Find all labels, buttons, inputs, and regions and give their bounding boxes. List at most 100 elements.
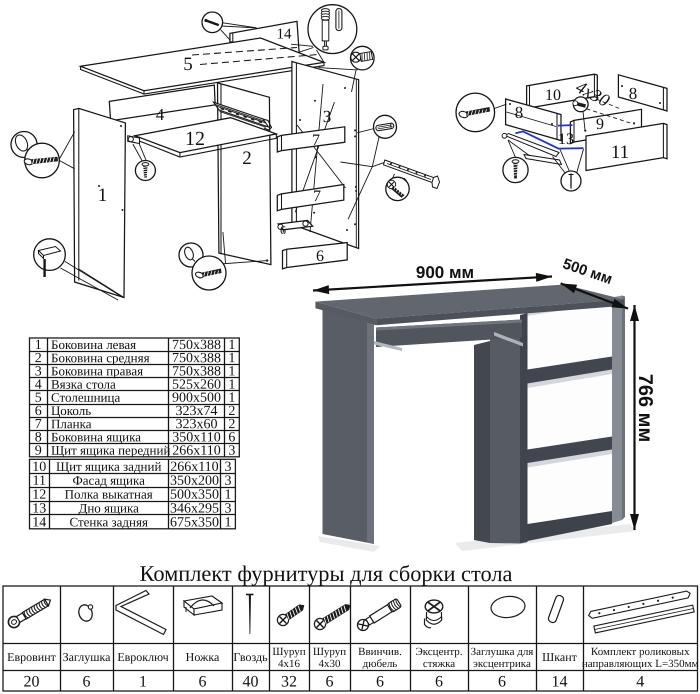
svg-text:900 мм: 900 мм (416, 263, 474, 282)
svg-text:Дно ящика: Дно ящика (78, 501, 139, 516)
svg-text:500 мм: 500 мм (560, 255, 614, 288)
svg-text:4: 4 (636, 673, 644, 690)
svg-text:дюбель: дюбель (363, 658, 398, 670)
svg-text:3: 3 (35, 364, 42, 379)
svg-text:Гвоздь: Гвоздь (233, 650, 268, 664)
svg-text:1: 1 (98, 185, 108, 206)
svg-text:14: 14 (276, 26, 292, 42)
svg-text:7: 7 (35, 417, 42, 432)
svg-text:6: 6 (435, 673, 443, 690)
svg-text:Заглушка: Заглушка (63, 650, 112, 664)
svg-text:Комплект фурнитуры для сборки: Комплект фурнитуры для сборки стола (139, 561, 512, 586)
svg-text:3: 3 (323, 107, 332, 126)
svg-text:стяжка: стяжка (423, 658, 455, 670)
svg-text:10: 10 (32, 460, 46, 475)
svg-text:Ввинчив.: Ввинчив. (358, 646, 402, 658)
svg-text:Столешница: Столешница (51, 390, 120, 405)
svg-text:7: 7 (313, 188, 321, 205)
svg-text:6: 6 (35, 404, 42, 419)
svg-text:350х200: 350х200 (170, 474, 219, 489)
svg-text:12: 12 (185, 128, 205, 150)
svg-text:4: 4 (35, 378, 42, 393)
svg-text:11: 11 (33, 474, 46, 489)
svg-text:6: 6 (228, 430, 235, 445)
svg-text:6: 6 (82, 673, 90, 690)
svg-text:4х30: 4х30 (318, 658, 341, 670)
svg-text:Евроключ: Евроключ (117, 650, 168, 664)
svg-text:6: 6 (498, 673, 506, 690)
svg-text:Планка: Планка (51, 416, 92, 431)
svg-text:Шуруп: Шуруп (313, 646, 346, 658)
svg-text:525х260: 525х260 (172, 378, 221, 393)
svg-text:Евровинт: Евровинт (7, 650, 57, 664)
svg-text:2: 2 (242, 148, 252, 169)
svg-text:323х60: 323х60 (176, 417, 218, 432)
svg-text:Боковина правая: Боковина правая (51, 363, 143, 378)
svg-text:1: 1 (228, 338, 235, 353)
svg-text:32: 32 (281, 673, 297, 690)
svg-text:Эксцентр.: Эксцентр. (415, 646, 462, 658)
svg-text:Боковина ящика: Боковина ящика (51, 429, 141, 444)
svg-text:11: 11 (611, 142, 629, 163)
svg-text:2: 2 (35, 351, 42, 366)
svg-text:1: 1 (228, 378, 235, 393)
svg-text:Ножка: Ножка (186, 650, 220, 664)
svg-text:750х388: 750х388 (172, 351, 221, 366)
svg-text:Боковина левая: Боковина левая (51, 337, 136, 352)
svg-text:3: 3 (224, 474, 231, 489)
svg-text:900х500: 900х500 (172, 391, 221, 406)
svg-text:3: 3 (228, 444, 235, 459)
svg-text:9: 9 (596, 116, 604, 133)
svg-text:6: 6 (316, 248, 324, 265)
svg-text:Цоколь: Цоколь (51, 403, 91, 418)
svg-text:13: 13 (558, 131, 574, 148)
svg-text:4х16: 4х16 (278, 658, 301, 670)
svg-text:Шкант: Шкант (542, 650, 578, 664)
svg-text:8: 8 (629, 84, 638, 103)
svg-text:266х110: 266х110 (172, 444, 220, 459)
svg-text:2: 2 (228, 404, 235, 419)
svg-text:Полка выкатная: Полка выкатная (65, 487, 153, 502)
svg-text:14: 14 (32, 515, 46, 530)
svg-text:3: 3 (224, 460, 231, 475)
svg-text:8: 8 (515, 103, 524, 122)
svg-text:3: 3 (224, 502, 231, 517)
svg-text:9: 9 (35, 444, 42, 459)
svg-text:Шуруп: Шуруп (272, 646, 305, 658)
svg-text:675х350: 675х350 (170, 515, 219, 530)
svg-text:346х295: 346х295 (170, 502, 219, 517)
svg-text:2: 2 (228, 417, 235, 432)
svg-text:14: 14 (551, 673, 567, 690)
svg-text:Боковина средняя: Боковина средняя (51, 350, 150, 365)
svg-text:40: 40 (242, 673, 258, 690)
svg-text:5: 5 (35, 391, 42, 406)
svg-text:5: 5 (183, 54, 193, 75)
svg-text:6: 6 (280, 223, 286, 237)
svg-text:эксцентрика: эксцентрика (473, 658, 531, 670)
svg-text:1: 1 (224, 488, 231, 503)
svg-text:Стенка задняя: Стенка задняя (69, 514, 148, 529)
svg-text:12: 12 (32, 488, 46, 503)
svg-text:7: 7 (312, 132, 320, 149)
svg-text:6: 6 (198, 673, 206, 690)
svg-text:10: 10 (545, 87, 561, 104)
svg-text:1: 1 (228, 391, 235, 406)
svg-text:1: 1 (228, 364, 235, 379)
svg-text:750х388: 750х388 (172, 338, 221, 353)
svg-text:1: 1 (228, 351, 235, 366)
svg-text:6: 6 (376, 673, 384, 690)
svg-text:Заглушка для: Заглушка для (471, 646, 534, 658)
svg-text:1: 1 (224, 515, 231, 530)
svg-text:Щит ящика передний: Щит ящика передний (51, 443, 170, 458)
svg-text:13: 13 (32, 502, 46, 517)
svg-text:500х350: 500х350 (170, 488, 219, 503)
svg-text:Комплект роликовых: Комплект роликовых (591, 646, 690, 658)
svg-text:266х110: 266х110 (170, 460, 218, 475)
svg-text:направляющих L=350мм: направляющих L=350мм (582, 658, 699, 670)
svg-text:766 мм: 766 мм (634, 374, 656, 443)
svg-text:1: 1 (35, 338, 42, 353)
svg-text:350х110: 350х110 (172, 430, 220, 445)
svg-text:Щит ящика задний: Щит ящика задний (56, 459, 162, 474)
svg-text:4: 4 (156, 105, 165, 124)
svg-text:Вязка стола: Вязка стола (51, 377, 116, 392)
